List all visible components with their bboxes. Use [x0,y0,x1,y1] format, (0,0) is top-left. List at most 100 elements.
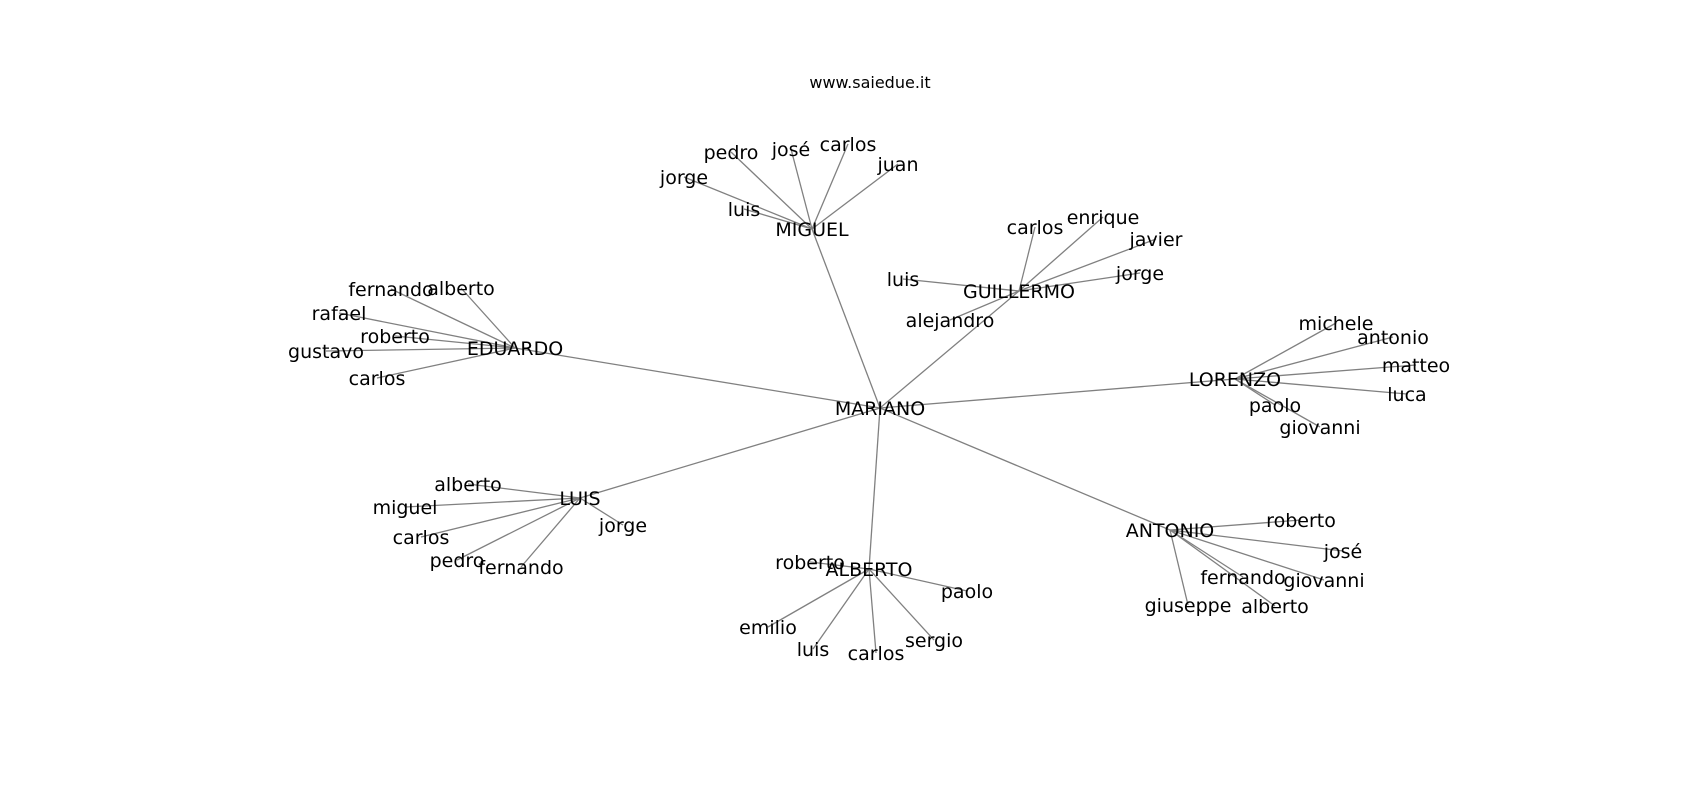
edge-eduardo-fernando [390,288,516,349]
edge-luis-miguel [404,497,581,508]
edge-miguel-luis [743,208,813,230]
edge-alberto-paolo [868,568,968,592]
node-leaf-miguel-jorge: jorge [659,167,708,189]
node-leaf-alberto-carlos: carlos [848,643,905,665]
node-leaf-lorenzo-luca: luca [1387,384,1426,406]
edge-luis-fernando [520,497,581,568]
node-leaf-luis-miguel: miguel [373,497,438,519]
edge-miguel-pedro [730,151,813,230]
edge-guillermo-enrique [1018,216,1104,292]
node-leaf-lorenzo-paolo: paolo [1249,395,1301,417]
node-leaf-miguel-pedro: pedro [704,142,759,164]
edge-eduardo-carlos [376,347,516,379]
node-leaf-antonio-giovanni: giovanni [1283,570,1364,592]
node-leaf-luis-fernando: fernando [478,557,563,579]
node-leaf-alberto-emilio: emilio [739,617,797,639]
node-leaf-antonio-jose: josé [1323,541,1363,563]
node-leaf-antonio-alberto: alberto [1241,596,1309,618]
node-leaf-antonio-fernando: fernando [1200,567,1285,589]
node-leaf-luis-pedro: pedro [430,550,485,572]
node-group-lorenzo: LORENZO [1189,369,1281,391]
edge-lorenzo-michele [1234,322,1337,380]
edge-guillermo-luis [902,278,1020,292]
edge-miguel-juan [811,163,899,230]
edge-miguel-jorge [683,176,813,230]
edge-root-guillermo [879,290,1020,409]
node-leaf-miguel-luis: luis [728,199,761,221]
edge-guillermo-carlos [1018,226,1036,292]
edge-antonio-giovanni [1169,529,1325,581]
node-leaf-luis-alberto: alberto [434,474,502,496]
edge-guillermo-jorge [1018,272,1141,292]
edge-root-lorenzo [879,378,1236,409]
edge-alberto-roberto [809,561,870,570]
edge-luis-pedro [456,497,581,561]
edge-luis-alberto [467,483,581,499]
node-leaf-eduardo-carlos: carlos [349,368,406,390]
edge-lorenzo-matteo [1234,364,1417,380]
node-leaf-lorenzo-matteo: matteo [1382,355,1450,377]
diagram-title: www.saiedue.it [809,73,930,92]
edge-root-antonio [879,407,1171,531]
node-leaf-guillermo-luis: luis [887,269,920,291]
edge-lorenzo-luca [1234,378,1408,395]
node-leaf-alberto-roberto: roberto [775,552,845,574]
node-leaf-miguel-carlos: carlos [820,134,877,156]
node-leaf-lorenzo-giovanni: giovanni [1279,417,1360,439]
node-leaf-guillermo-jorge: jorge [1115,263,1164,285]
node-group-luis: LUIS [559,488,600,510]
node-group-eduardo: EDUARDO [467,338,563,360]
edge-miguel-jose [790,148,813,230]
edge-eduardo-rafael [338,312,516,349]
edge-antonio-fernando [1169,529,1244,578]
edge-root-eduardo [514,347,881,409]
edge-antonio-roberto [1169,519,1302,531]
edge-eduardo-alberto [460,287,516,349]
edge-luis-carlos [420,497,581,538]
node-leaf-eduardo-fernando: fernando [348,279,433,301]
edge-root-miguel [811,228,881,409]
edge-guillermo-alejandro [949,290,1020,321]
edge-luis-jorge [579,497,624,526]
edge-antonio-jose [1169,529,1344,552]
node-leaf-miguel-jose: josé [771,139,811,161]
edge-alberto-carlos [868,568,877,654]
node-root-mariano: MARIANO [835,398,925,420]
node-leaf-guillermo-alejandro: alejandro [906,310,995,332]
edge-alberto-sergio [868,568,935,641]
edge-eduardo-gustavo [325,347,516,352]
edge-root-luis [579,407,881,499]
node-leaf-eduardo-alberto: alberto [427,278,495,300]
edge-root-alberto [868,407,881,570]
node-leaf-luis-jorge: jorge [598,515,647,537]
node-leaf-luis-carlos: carlos [393,527,450,549]
node-group-alberto: ALBERTO [825,559,912,581]
node-leaf-guillermo-carlos: carlos [1007,217,1064,239]
edge-lorenzo-antonio [1234,336,1394,380]
node-group-guillermo: GUILLERMO [963,281,1075,303]
edge-guillermo-javier [1018,238,1157,292]
node-leaf-alberto-sergio: sergio [905,630,963,652]
node-leaf-lorenzo-michele: michele [1299,313,1374,335]
node-leaf-guillermo-javier: javier [1129,229,1183,251]
node-group-antonio: ANTONIO [1126,520,1215,542]
edge-miguel-carlos [811,143,849,230]
edge-alberto-emilio [767,568,870,628]
node-leaf-eduardo-rafael: rafael [312,303,367,325]
edge-eduardo-roberto [394,335,516,349]
edge-alberto-luis [812,568,870,650]
node-leaf-miguel-juan: juan [876,154,918,176]
node-leaf-alberto-paolo: paolo [941,581,993,603]
node-leaf-alberto-luis: luis [797,639,830,661]
node-leaf-eduardo-gustavo: gustavo [288,341,364,363]
node-group-miguel: MIGUEL [775,219,849,241]
edge-lorenzo-giovanni [1234,378,1321,428]
node-leaf-antonio-giuseppe: giuseppe [1145,595,1232,617]
edge-antonio-giuseppe [1169,529,1189,606]
node-leaf-antonio-roberto: roberto [1266,510,1336,532]
edge-antonio-alberto [1169,529,1276,607]
edges-layer [325,143,1417,654]
node-leaf-eduardo-roberto: roberto [360,326,430,348]
